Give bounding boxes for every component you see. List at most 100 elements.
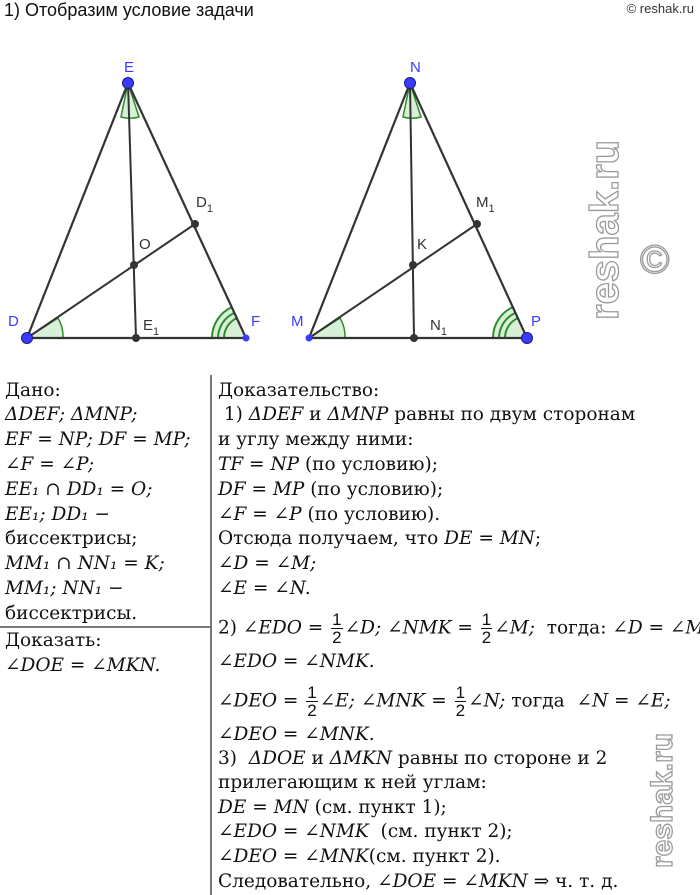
point-n1 — [410, 334, 418, 342]
math-text: MM₁ ∩ NN₁ = K; — [5, 553, 165, 574]
point-m — [305, 334, 313, 342]
label-d: D — [8, 313, 19, 330]
text: равны по двум сторонам — [388, 404, 636, 425]
watermark-center: reshak.ru — [582, 139, 627, 320]
text: Дано: — [5, 380, 61, 401]
math-text: ∠EDO = ∠NMK. — [218, 651, 375, 672]
given-line: EF = NP; DF = MP; — [5, 429, 191, 451]
given-divider — [0, 626, 210, 628]
watermark-copyright-symbol: © — [639, 238, 670, 282]
fraction-denominator: 2 — [455, 701, 466, 720]
proof-line: ∠D = ∠M; — [218, 553, 316, 575]
watermark-corner: reshak.ru — [645, 732, 679, 868]
given-line: MM₁; NN₁ − — [5, 578, 124, 600]
math-text: EF = NP; DF = MP; — [5, 429, 191, 450]
label-n: N — [410, 59, 421, 76]
proof-line: ∠DEO = ∠MNK. — [218, 724, 375, 746]
label-e: E — [124, 59, 134, 76]
text: и — [305, 748, 330, 769]
proof-line: ∠EDO = ∠NMK (см. пункт 2); — [218, 821, 513, 843]
text: биссектрисы; — [5, 528, 138, 549]
given-line: биссектрисы. — [5, 603, 137, 625]
text: Следовательно, — [218, 871, 378, 892]
label-m: M — [291, 313, 304, 330]
fraction-denominator: 2 — [332, 628, 342, 647]
triangle-mnp: N M P M1 K N1 — [291, 59, 541, 344]
math-text: ΔMKN — [329, 748, 393, 769]
proof-line: 3) ΔDOE и ΔMKN равны по стороне и 2 — [218, 748, 607, 770]
label-e1: E1 — [143, 317, 159, 338]
text: (по условию). — [301, 504, 441, 525]
proof-line: TF = NP (по условию); — [218, 454, 438, 476]
math-text: EE₁ ∩ DD₁ = O; — [5, 479, 153, 500]
text: Доказать: — [5, 630, 102, 651]
point-m1 — [473, 220, 481, 228]
proof-line: ∠E = ∠N. — [218, 578, 311, 600]
math-text: ∠D = ∠M; — [612, 617, 700, 639]
label-o: O — [139, 236, 151, 253]
proof-line: ∠DEO = ∠MNK(см. пункт 2). — [218, 846, 501, 868]
math-text: DF = MP — [218, 479, 305, 500]
text: ⇒ ч. т. д. — [527, 871, 619, 892]
given-line: ∠F = ∠P; — [5, 454, 94, 476]
prove-line: Доказать: — [5, 630, 101, 652]
text: 3) — [218, 748, 249, 769]
math-text: ∠M; — [494, 617, 535, 639]
triangle-def: E D F D1 O E1 — [8, 59, 260, 344]
math-text: MM₁; NN₁ − — [5, 578, 124, 599]
text: ; — [534, 528, 542, 549]
fraction-numerator: 1 — [306, 683, 318, 702]
math-text: TF = NP — [218, 454, 300, 475]
math-text: ∠E = ∠N. — [218, 578, 311, 599]
given-line: Дано: — [5, 380, 61, 402]
proof-line: 1) ΔDEF и ΔMNP равны по двум сторонам — [218, 404, 635, 426]
text: Доказательство: — [218, 380, 380, 401]
math-text: ∠D; ∠NMK = — [344, 617, 479, 639]
proof-line: и углу между ними: — [218, 429, 413, 451]
point-n — [404, 77, 416, 89]
given-line: ΔDEF; ΔMNP; — [5, 404, 138, 426]
text: (по условию); — [299, 454, 438, 475]
math-text: ∠F = ∠P — [218, 504, 302, 525]
text: (см. пункт 1); — [308, 797, 447, 818]
geometry-diagram: E D F D1 O E1 N M P M1 K N1 — [8, 59, 541, 344]
fraction-denominator: 2 — [481, 628, 492, 647]
math-text: ∠DEO = ∠MNK. — [218, 724, 375, 745]
math-text: ∠E; ∠MNK = — [319, 690, 453, 712]
fraction-numerator: 1 — [331, 610, 343, 629]
column-divider — [210, 375, 212, 895]
prove-line: ∠DOE = ∠MKN. — [5, 655, 160, 677]
label-n1: N1 — [430, 317, 447, 338]
math-text: ∠DEO = — [218, 690, 305, 712]
fraction-numerator: 1 — [454, 683, 467, 702]
given-line: EE₁ ∩ DD₁ = O; — [5, 479, 152, 501]
angle-n-marker — [402, 80, 422, 119]
math-text: ∠F = ∠P; — [5, 454, 95, 475]
proof-line: Отсюда получаем, что DE = MN; — [218, 528, 541, 550]
text: биссектрисы. — [5, 603, 138, 624]
text: (см. пункт 2). — [368, 846, 501, 867]
text: прилегающим к ней углам: — [218, 772, 487, 793]
text: и углу между ними: — [218, 429, 414, 450]
math-text: ΔMNP — [327, 404, 389, 425]
point-d — [21, 332, 33, 344]
text: Отсюда получаем, что — [218, 528, 445, 549]
point-e — [122, 77, 134, 89]
math-text: ∠D = ∠M; — [218, 553, 317, 574]
text: тогда — [505, 690, 571, 712]
section-title: 1) Отобразим условие задачи — [4, 0, 254, 20]
math-text: EE₁; DD₁ − — [5, 504, 111, 525]
fraction-numerator: 1 — [480, 610, 493, 629]
point-k — [409, 261, 417, 269]
proof-line: DF = MP (по условию); — [218, 479, 443, 501]
point-o — [130, 261, 138, 269]
math-text: ∠DOE = ∠MKN. — [5, 655, 161, 676]
text: (по условию); — [304, 479, 444, 500]
label-f: F — [251, 313, 260, 330]
point-e1 — [132, 334, 140, 342]
proof-line: ∠EDO = ∠NMK. — [218, 651, 375, 673]
label-m1: M1 — [476, 194, 495, 215]
point-d1 — [191, 220, 199, 228]
